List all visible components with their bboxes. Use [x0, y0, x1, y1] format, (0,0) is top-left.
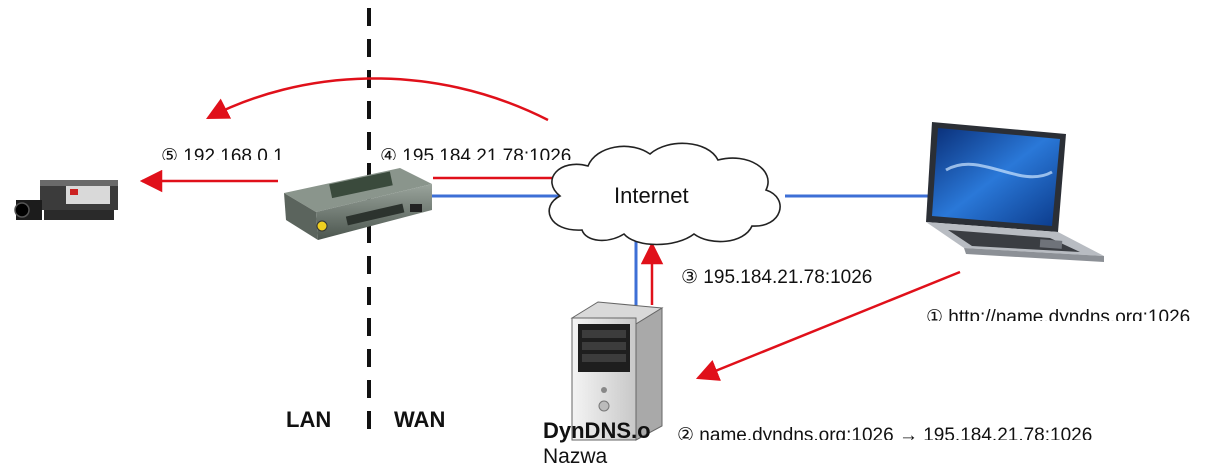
step3-label: ③ 195.184.21.78:1026 [681, 267, 873, 288]
server-title: DynDNS.o [543, 418, 651, 443]
lan-label: LAN [286, 407, 332, 432]
arrow-return-curve [206, 77, 549, 122]
router-icon [284, 168, 432, 240]
step2-label: ② name.dyndns.org:1026 → 195.184.21.78:1… [677, 425, 1093, 440]
step4-label: ④ 195.184.21.78:1026 [380, 146, 572, 160]
arrow-laptop-to-dyndns [695, 270, 961, 381]
ip-camera-icon [14, 180, 118, 220]
laptop-icon [926, 122, 1104, 262]
server-icon [570, 301, 664, 441]
wan-label: WAN [394, 407, 446, 432]
server-name: Nazwa [543, 445, 608, 468]
step1-label: ① http://name.dyndns.org:1026 [926, 307, 1191, 321]
step5-label: ⑤ 192.168.0.1 [161, 146, 284, 160]
cloud-icon [548, 142, 781, 246]
internet-label: Internet [614, 183, 689, 208]
